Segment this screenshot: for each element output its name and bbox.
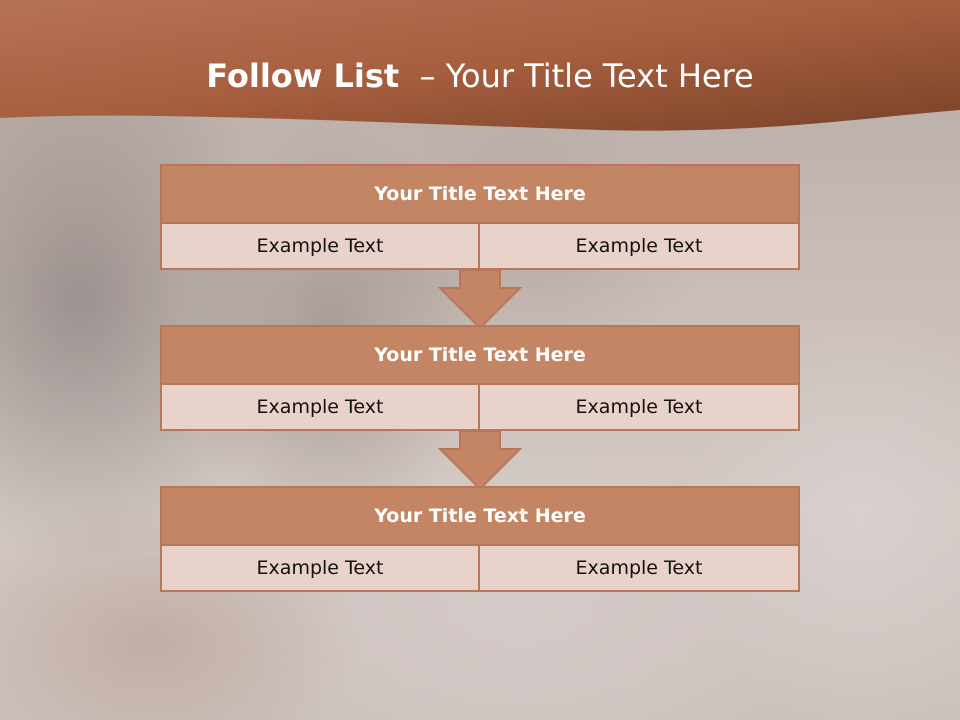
header-band [0,0,960,131]
step-block-1: Your Title Text Here Example Text Exampl… [160,164,800,270]
step-block-cell-left: Example Text [162,546,480,590]
step-block-cell-right: Example Text [575,557,703,579]
step-block-2: Your Title Text Here Example Text Exampl… [160,325,800,431]
step-block-cell-right: Example Text [575,396,703,418]
step-block-cell-left: Example Text [162,224,480,268]
slide-title: Follow List – Your Title Text Here [0,52,960,100]
step-block-3: Your Title Text Here Example Text Exampl… [160,486,800,592]
slide-title-bold: Follow List [206,57,400,95]
step-block-title: Your Title Text Here [162,327,798,385]
step-block-title: Your Title Text Here [162,166,798,224]
down-arrow-icon [438,270,522,330]
step-block-cell-right: Example Text [575,235,703,257]
step-block-title: Your Title Text Here [162,488,798,546]
slide-title-rest: – Your Title Text Here [399,57,754,95]
step-block-cell-left: Example Text [162,385,480,429]
down-arrow-icon [438,431,522,491]
